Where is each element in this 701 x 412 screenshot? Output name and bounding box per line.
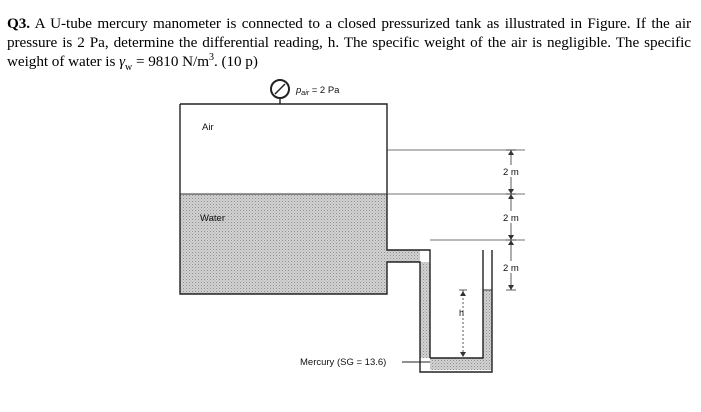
gamma-subscript: w (125, 62, 133, 74)
points-text: . (10 p) (213, 53, 258, 70)
h-dimension: h (459, 289, 467, 359)
gauge-label-sub: air (301, 90, 309, 97)
tank-outline (179, 103, 431, 358)
u-tube-inner (430, 250, 484, 359)
pressure-gauge-icon (270, 79, 290, 99)
pipe-water-fill (387, 250, 430, 358)
question-body: A U-tube mercury manometer is connected … (7, 15, 691, 70)
h-label: h (459, 308, 464, 318)
question-text: Q3. A U-tube mercury manometer is connec… (7, 14, 691, 74)
svg-text:pair = 2 Pa: pair = 2 Pa (295, 85, 340, 97)
question-number: Q3. (7, 15, 31, 32)
water-weight-value: = 9810 N/m (132, 53, 209, 70)
gauge-label-p: p (295, 85, 301, 96)
water-label: Water (200, 213, 225, 224)
mercury-fill (430, 290, 492, 370)
tank-water-fill (180, 194, 387, 294)
dim-mid-label: 2 m (503, 213, 519, 224)
u-tube-outer (419, 250, 493, 373)
gamma-symbol: γ (119, 53, 126, 70)
unit-superscript: 3 (209, 51, 214, 63)
mercury-label: Mercury (SG = 13.6) (300, 357, 386, 368)
dim-top-label: 2 m (503, 167, 519, 178)
air-label: Air (202, 122, 214, 133)
height-dimensions: 2 m 2 m 2 m (502, 149, 520, 291)
gauge-label-value: = 2 Pa (309, 85, 340, 96)
dim-bottom-label: 2 m (503, 263, 519, 274)
